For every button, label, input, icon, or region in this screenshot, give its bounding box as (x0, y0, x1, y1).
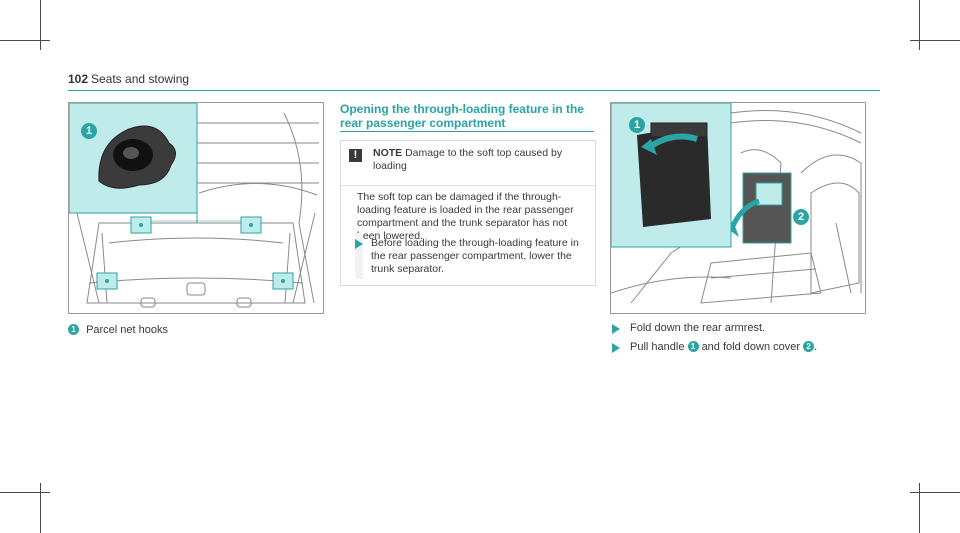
page-number: 102 (68, 72, 89, 86)
step-arrow-icon (355, 239, 363, 249)
section-title: Opening the through-loading feature in t… (340, 102, 584, 130)
warning-icon: ! (349, 149, 362, 162)
crop-mark (40, 483, 41, 533)
figure-trunk-hooks: 1 (68, 102, 324, 314)
step-2-pre: Pull handle (630, 341, 685, 353)
armrest-illustration (611, 103, 862, 304)
note-body: The soft top can be damaged if the throu… (357, 191, 574, 242)
step-1: Fold down the rear armrest. (630, 322, 766, 334)
crop-mark (0, 492, 50, 493)
note-label: NOTE (373, 147, 403, 159)
header-rule (68, 90, 880, 91)
callout-2: 2 (793, 209, 809, 225)
crop-mark (910, 492, 960, 493)
step-arrow-icon (612, 343, 620, 353)
note-step-bar (355, 233, 363, 279)
figure-caption: 1 Parcel net hooks (68, 324, 168, 336)
step-2: Pull handle 1 and fold down cover 2. (630, 341, 817, 353)
callout-1: 1 (629, 117, 645, 133)
crop-mark (40, 0, 41, 50)
crop-mark (910, 40, 960, 41)
crop-mark (919, 483, 920, 533)
caption-callout: 1 (68, 324, 79, 335)
figure-armrest: 1 2 (610, 102, 866, 314)
step-2-callout-1: 1 (687, 341, 699, 352)
running-header: Seats and stowing (91, 72, 190, 86)
note-header: ! NOTE Damage to the soft top caused by … (341, 141, 595, 186)
crop-mark (0, 40, 50, 41)
trunk-illustration (69, 103, 319, 308)
step-2-callout-2: 2 (803, 341, 815, 352)
note-step: Before loading the through-loading featu… (371, 237, 579, 275)
crop-mark (919, 0, 920, 50)
callout-1: 1 (81, 123, 97, 139)
step-2-post: . (814, 341, 818, 353)
caption-text: Parcel net hooks (86, 324, 168, 336)
section-title-rule (340, 131, 594, 132)
step-2-mid: and fold down cover (701, 341, 801, 353)
hook-inset-shape (98, 125, 176, 189)
step-arrow-icon (612, 324, 620, 334)
note-header-text: NOTE Damage to the soft top caused by lo… (373, 147, 587, 173)
note-head-text: Damage to the soft top caused by loading (373, 147, 563, 172)
note-box: ! NOTE Damage to the soft top caused by … (340, 140, 596, 286)
